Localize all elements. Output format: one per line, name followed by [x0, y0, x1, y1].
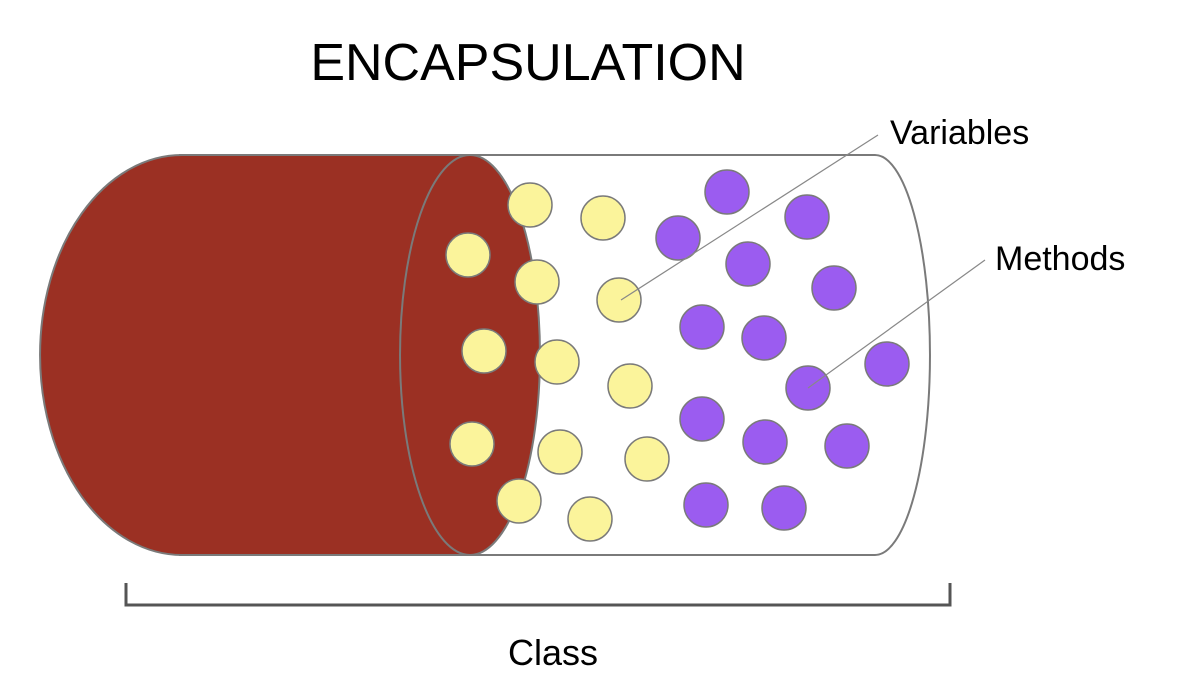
methods-label: Methods: [995, 240, 1125, 278]
diagram-title: ENCAPSULATION: [310, 34, 745, 92]
method-dot: [725, 241, 771, 287]
variable-dot: [507, 182, 553, 228]
variable-dot: [537, 429, 583, 475]
method-dot: [679, 304, 725, 350]
method-dot: [761, 485, 807, 531]
method-dot: [864, 341, 910, 387]
method-dot: [811, 265, 857, 311]
variable-dot: [496, 478, 542, 524]
methods-leader-line: [807, 259, 986, 389]
method-dot: [679, 396, 725, 442]
method-dot: [683, 482, 729, 528]
variables-leader-line: [620, 134, 879, 301]
class-bracket: [124, 583, 952, 607]
method-dot: [784, 194, 830, 240]
variable-dot: [514, 259, 560, 305]
variable-dot: [596, 277, 642, 323]
variable-dot: [607, 363, 653, 409]
variable-dot: [449, 421, 495, 467]
variable-dot: [445, 232, 491, 278]
variable-dot: [624, 436, 670, 482]
variable-dot: [534, 339, 580, 385]
method-dot: [741, 315, 787, 361]
capsule-opening-rim: [399, 154, 471, 556]
particles-group: [445, 169, 910, 542]
method-dot: [824, 423, 870, 469]
variable-dot: [461, 328, 507, 374]
variable-dot: [567, 496, 613, 542]
method-dot: [704, 169, 750, 215]
variable-dot: [580, 195, 626, 241]
method-dot: [655, 215, 701, 261]
method-dot: [742, 419, 788, 465]
class-label: Class: [508, 632, 598, 673]
variables-label: Variables: [890, 114, 1029, 152]
